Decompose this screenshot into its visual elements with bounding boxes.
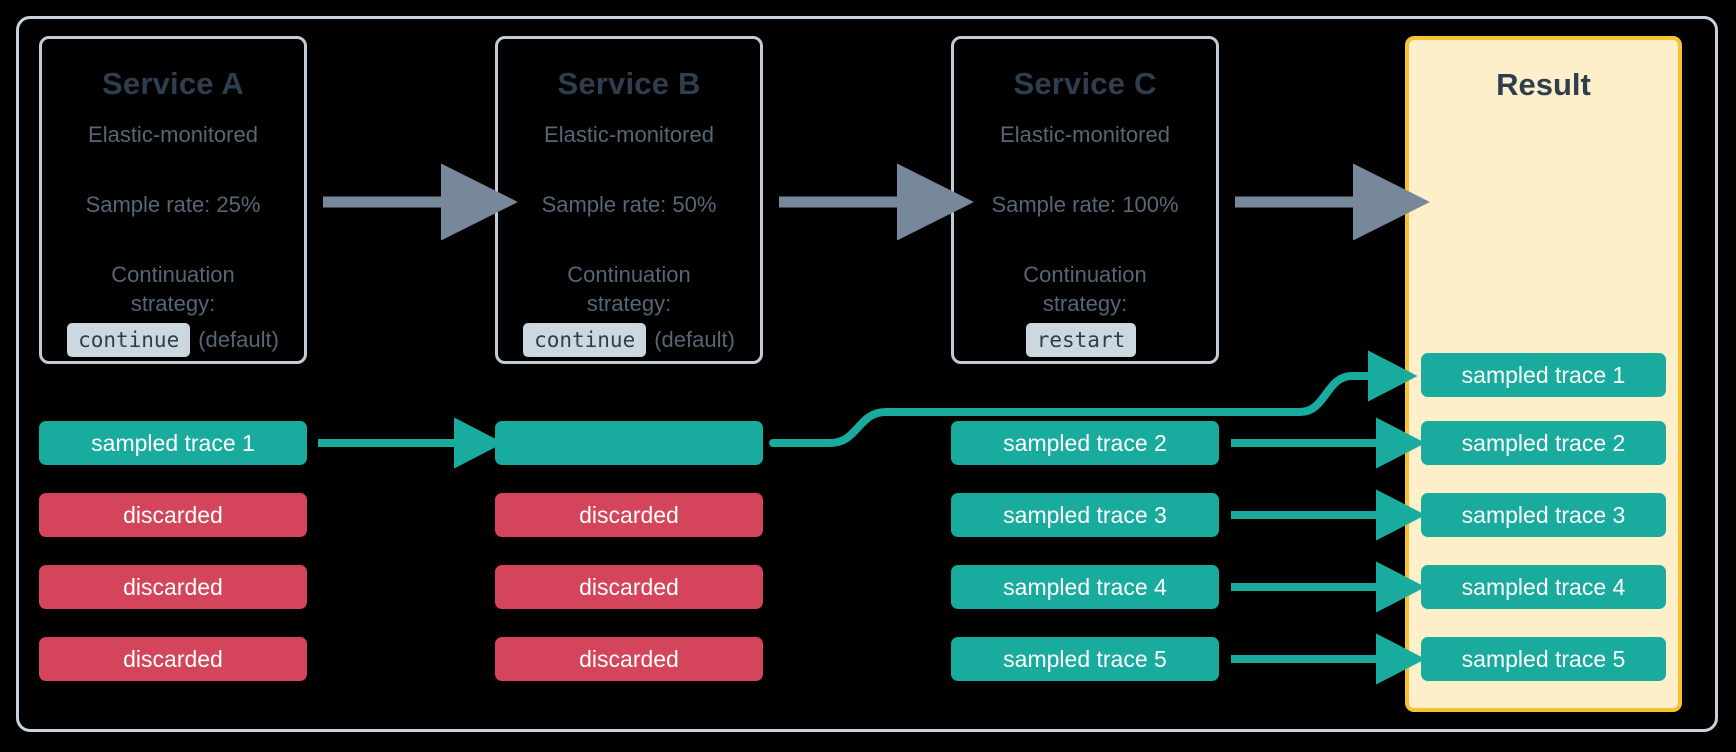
service-b-strategy-note: (default) <box>654 326 735 352</box>
service-b-title: Service B <box>557 66 701 101</box>
service-c-monitored: Elastic-monitored <box>1000 122 1170 148</box>
service-a-monitored: Elastic-monitored <box>88 122 258 148</box>
result-trace-row: sampled trace 1 <box>1421 353 1666 397</box>
service-c-strategy-label: Continuation strategy: <box>954 260 1216 319</box>
service-c-trace-row: sampled trace 4 <box>951 565 1219 609</box>
service-card-a: Service A Elastic-monitored Sample rate:… <box>39 36 307 364</box>
service-b-trace-row: discarded <box>495 565 763 609</box>
service-b-strategy-line2: strategy: <box>586 291 672 317</box>
result-trace-row: sampled trace 3 <box>1421 493 1666 537</box>
service-a-strategy-chip: continue <box>67 322 191 357</box>
service-b-sample-rate: Sample rate: 50% <box>541 191 717 217</box>
service-a-strategy-label: Continuation strategy: <box>42 260 304 319</box>
service-a-strategy-note: (default) <box>198 326 279 352</box>
service-c-trace-row: sampled trace 5 <box>951 637 1219 681</box>
service-b-monitored: Elastic-monitored <box>544 122 714 148</box>
service-a-trace-row: discarded <box>39 565 307 609</box>
service-c-sample-rate: Sample rate: 100% <box>991 191 1179 217</box>
diagram-outer-frame <box>16 16 1718 732</box>
service-b-strategy-line1: Continuation <box>567 262 691 288</box>
service-a-sample-rate: Sample rate: 25% <box>85 191 261 217</box>
service-b-strategy-row: continue (default) <box>498 322 760 357</box>
service-card-c: Service C Elastic-monitored Sample rate:… <box>951 36 1219 364</box>
service-b-trace-row: discarded <box>495 493 763 537</box>
service-a-strategy-line2: strategy: <box>130 291 216 317</box>
service-a-trace-row: sampled trace 1 <box>39 421 307 465</box>
result-title: Result <box>1496 67 1591 102</box>
service-a-title: Service A <box>102 66 244 101</box>
service-c-strategy-row: restart <box>954 322 1216 357</box>
service-c-strategy-line2: strategy: <box>1042 291 1128 317</box>
result-trace-row: sampled trace 2 <box>1421 421 1666 465</box>
service-c-strategy-chip: restart <box>1025 322 1137 357</box>
service-b-trace-row: discarded <box>495 637 763 681</box>
result-trace-row: sampled trace 5 <box>1421 637 1666 681</box>
service-b-trace-row <box>495 421 763 465</box>
result-trace-row: sampled trace 4 <box>1421 565 1666 609</box>
service-b-strategy-label: Continuation strategy: <box>498 260 760 319</box>
service-b-strategy-chip: continue <box>523 322 647 357</box>
service-a-strategy-line1: Continuation <box>111 262 235 288</box>
service-card-b: Service B Elastic-monitored Sample rate:… <box>495 36 763 364</box>
service-a-strategy-row: continue (default) <box>42 322 304 357</box>
service-c-strategy-line1: Continuation <box>1023 262 1147 288</box>
service-a-trace-row: discarded <box>39 493 307 537</box>
service-c-trace-row: sampled trace 2 <box>951 421 1219 465</box>
service-c-title: Service C <box>1013 66 1157 101</box>
service-c-trace-row: sampled trace 3 <box>951 493 1219 537</box>
service-a-trace-row: discarded <box>39 637 307 681</box>
